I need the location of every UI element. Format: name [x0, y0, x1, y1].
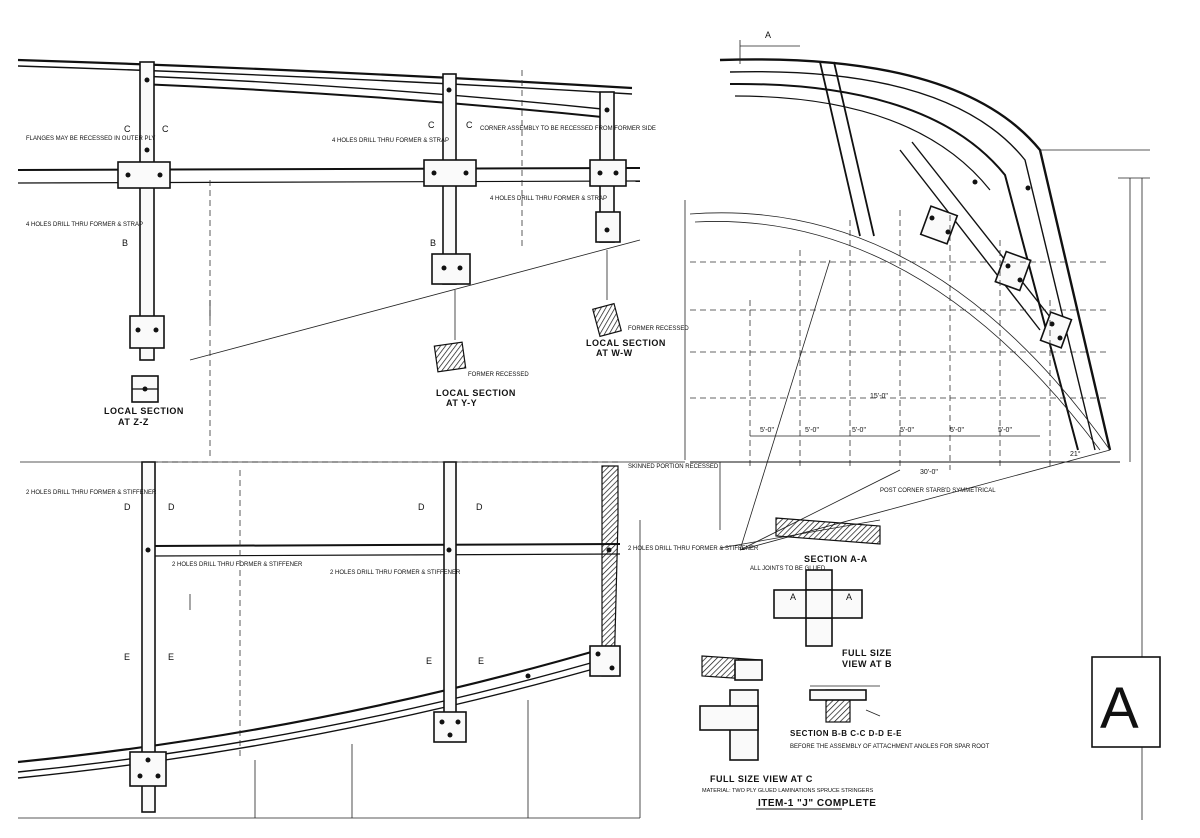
note-holes-drill-4: 2 HOLES DRILL THRU FORMER & STIFFENER: [26, 490, 157, 496]
note-holes-drill-3: 4 HOLES DRILL THRU FORMER & STRAP: [490, 196, 607, 202]
section-mark-a-top: A: [765, 30, 771, 40]
note-skinned-portion: SKINNED PORTION RECESSED: [628, 464, 719, 470]
section-bcde-subtitle: BEFORE THE ASSEMBLY OF ATTACHMENT ANGLES…: [790, 744, 990, 750]
curved-frame-view: 5'-0" 5'-0" 5'-0" 5'-0" 5'-0" 5'-0" 30'-…: [689, 30, 1150, 820]
note-holes-drill-6: 2 HOLES DRILL THRU FORMER & STIFFENER: [330, 570, 461, 576]
lower-elevation-view: D D D D E E E E 2 HOLES DRILL THRU FORME…: [17, 461, 759, 819]
section-bcde-view: SECTION B-B C-C D-D E-E BEFORE THE ASSEM…: [790, 685, 990, 750]
local-section-zz: LOCAL SECTION AT Z-Z: [104, 375, 184, 427]
dim-d2: 5'-0": [805, 427, 819, 434]
bottom-fitting-1: [129, 315, 165, 349]
joint-detail: [701, 655, 763, 681]
full-size-view-b-subtitle: VIEW AT B: [842, 659, 892, 669]
dim-span: 30'-0": [920, 469, 938, 476]
section-bcde-title: SECTION B-B C-C D-D E-E: [790, 729, 902, 738]
full-size-view-b-title: FULL SIZE: [842, 648, 892, 658]
section-mark-c-4: C: [466, 120, 473, 130]
sheet-corner-letter: A: [1100, 676, 1139, 741]
note-former-recessed-ww: FORMER RECESSED: [628, 326, 689, 332]
dim-d6: 5'-0": [998, 427, 1012, 434]
full-size-view-c: FULL SIZE VIEW AT C: [699, 689, 813, 784]
section-mark-d-3: D: [418, 502, 425, 512]
section-mark-c-3: C: [428, 120, 435, 130]
local-section-ww-subtitle: AT W-W: [596, 348, 633, 358]
local-section-yy: FORMER RECESSED LOCAL SECTION AT Y-Y: [433, 290, 529, 408]
note-corner-assembly: CORNER ASSEMBLY TO BE RECESSED FROM FORM…: [480, 126, 656, 132]
section-mark-b-1: B: [122, 238, 128, 248]
bottom-fitting-3: [595, 211, 621, 243]
dim-d3: 5'-0": [852, 427, 866, 434]
section-mark-a-right: A: [846, 592, 852, 602]
local-section-yy-subtitle: AT Y-Y: [446, 398, 477, 408]
bottom-fitting-2: [431, 253, 471, 285]
note-all-joints-glued: ALL JOINTS TO BE GLUED: [750, 566, 826, 572]
dim-d4: 5'-0": [900, 427, 914, 434]
note-post-corner-symmetrical: POST CORNER STARB'D SYMMETRICAL: [880, 488, 996, 494]
note-former-recessed-yy: FORMER RECESSED: [468, 372, 529, 378]
note-holes-drill-2: 4 HOLES DRILL THRU FORMER & STRAP: [332, 138, 449, 144]
item-title-block: MATERIAL: TWO PLY GLUED LAMINATIONS SPRU…: [702, 788, 876, 810]
local-section-zz-subtitle: AT Z-Z: [118, 417, 149, 427]
section-mark-d-4: D: [476, 502, 483, 512]
section-mark-e-3: E: [426, 656, 432, 666]
local-section-yy-title: LOCAL SECTION: [436, 388, 516, 398]
note-holes-drill-5: 2 HOLES DRILL THRU FORMER & STIFFENER: [172, 562, 303, 568]
gusset-plate-3: [589, 159, 627, 187]
local-section-ww-title: LOCAL SECTION: [586, 338, 666, 348]
section-mark-d-1: D: [124, 502, 131, 512]
item-subtitle: MATERIAL: TWO PLY GLUED LAMINATIONS SPRU…: [702, 788, 874, 794]
section-mark-e-1: E: [124, 652, 130, 662]
section-mark-e-2: E: [168, 652, 174, 662]
dim-d1: 5'-0": [760, 427, 774, 434]
note-holes-drill-1: 4 HOLES DRILL THRU FORMER & STRAP: [26, 222, 143, 228]
dim-angle: 21°: [1070, 450, 1081, 458]
local-section-zz-title: LOCAL SECTION: [104, 406, 184, 416]
full-size-view-b: A A FULL SIZE VIEW AT B: [773, 569, 892, 669]
section-mark-e-4: E: [478, 656, 484, 666]
dim-d5: 5'-0": [950, 427, 964, 434]
item-title: ITEM-1 "J" COMPLETE: [758, 798, 876, 809]
section-mark-d-2: D: [168, 502, 175, 512]
upper-elevation-view: C C C C B B FLANGES MAY BE RECESSED IN O…: [17, 58, 686, 460]
lower-vertical-2: [443, 461, 457, 735]
lower-vertical-3: [601, 465, 619, 677]
note-holes-drill-7: 2 HOLES DRILL THRU FORMER & STIFFENER: [628, 546, 759, 552]
full-size-view-c-title: FULL SIZE VIEW AT C: [710, 774, 813, 784]
section-aa-view: ALL JOINTS TO BE GLUED SECTION A-A: [719, 517, 881, 572]
local-section-ww: FORMER RECESSED LOCAL SECTION AT W-W: [586, 250, 689, 358]
dim-radius: 15'-0": [870, 393, 888, 400]
section-mark-c-2: C: [162, 124, 169, 134]
section-mark-b-2: B: [430, 238, 436, 248]
section-mark-c-1: C: [124, 124, 131, 134]
vertical-member-1: [139, 61, 155, 361]
note-flanges-recessed: FLANGES MAY BE RECESSED IN OUTER PLY: [26, 136, 155, 142]
sheet-letter-box: A: [1091, 656, 1161, 748]
section-aa-title: SECTION A-A: [804, 554, 868, 564]
section-mark-a-left: A: [790, 592, 796, 602]
